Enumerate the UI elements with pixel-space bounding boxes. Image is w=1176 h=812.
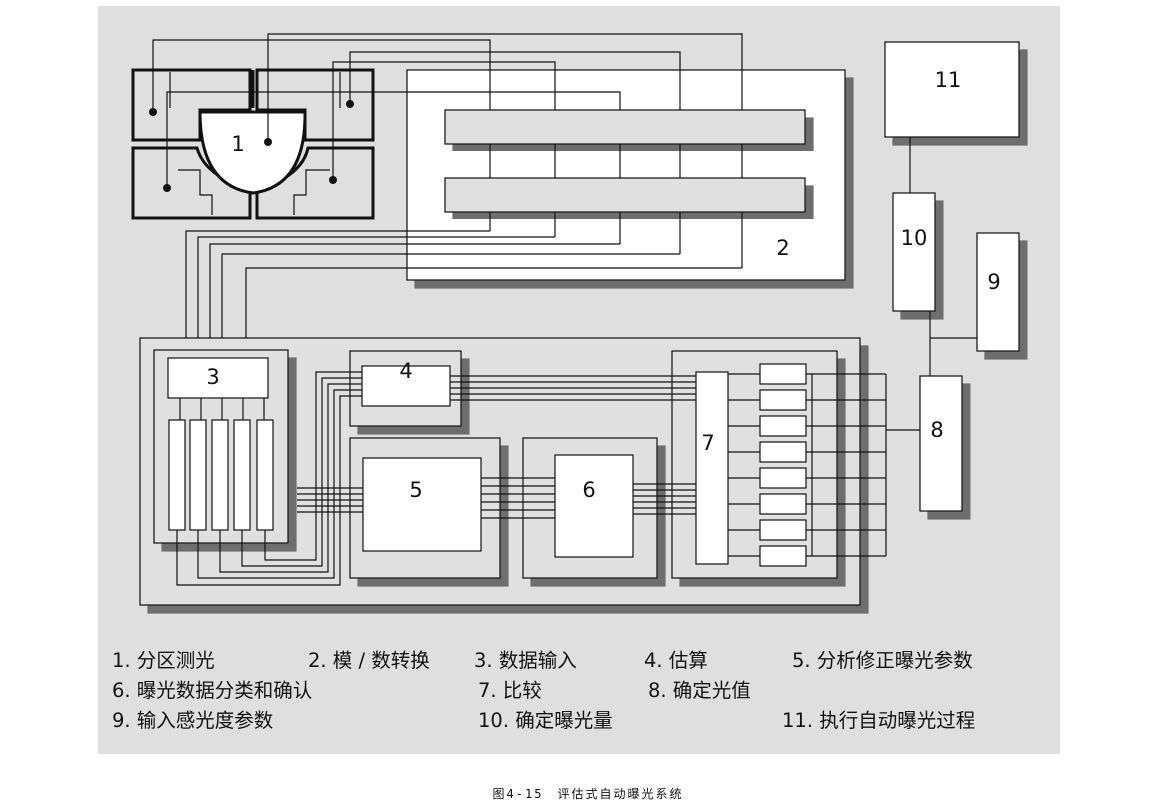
block-6-label: 6 bbox=[582, 478, 595, 502]
figure-caption: 图4-15 评估式自动曝光系统 bbox=[492, 787, 684, 801]
legend-item-7: 7. 比较 bbox=[478, 679, 542, 702]
sensor-to-converter-wires bbox=[152, 33, 743, 358]
legend-item-9: 9. 输入感光度参数 bbox=[112, 709, 274, 732]
legend-item-5: 5. 分析修正曝光参数 bbox=[792, 649, 973, 672]
determine-light-value-block: 8 bbox=[919, 375, 963, 512]
metering-sensor: 1 bbox=[131, 68, 375, 220]
determine-exposure-block: 10 bbox=[892, 192, 936, 312]
estimate-block: 4 bbox=[361, 359, 451, 407]
block-8-label: 8 bbox=[930, 418, 943, 442]
auto-exposure-execute-block: 11 bbox=[884, 41, 1020, 138]
legend-item-6: 6. 曝光数据分类和确认 bbox=[112, 679, 313, 702]
analysis-block: 5 bbox=[362, 457, 482, 552]
legend-item-4: 4. 估算 bbox=[644, 649, 708, 672]
block-7-label: 7 bbox=[701, 431, 714, 455]
legend-item-3: 3. 数据输入 bbox=[474, 649, 577, 672]
output-connections bbox=[909, 137, 977, 376]
classify-block: 6 bbox=[554, 454, 634, 558]
block-9-label: 9 bbox=[987, 270, 1000, 294]
comparator-block: 7 bbox=[695, 363, 920, 567]
ad-converter-block: 2 bbox=[406, 69, 846, 281]
iso-input-block: 9 bbox=[976, 232, 1020, 352]
block-1-label: 1 bbox=[231, 132, 244, 156]
data-input-block: 3 bbox=[167, 357, 274, 531]
block-4-label: 4 bbox=[399, 359, 412, 383]
legend-item-10: 10. 确定曝光量 bbox=[478, 709, 613, 732]
legend-item-2: 2. 模 / 数转换 bbox=[308, 649, 430, 672]
block-3-label: 3 bbox=[206, 365, 219, 389]
block-11-label: 11 bbox=[935, 68, 962, 92]
board-buses bbox=[176, 371, 696, 586]
legend-item-8: 8. 确定光值 bbox=[648, 679, 751, 702]
block-10-label: 10 bbox=[901, 226, 928, 250]
legend-item-1: 1. 分区测光 bbox=[112, 649, 215, 672]
block-5-label: 5 bbox=[409, 478, 422, 502]
block-2-label: 2 bbox=[776, 236, 789, 260]
legend-item-11: 11. 执行自动曝光过程 bbox=[782, 709, 976, 732]
